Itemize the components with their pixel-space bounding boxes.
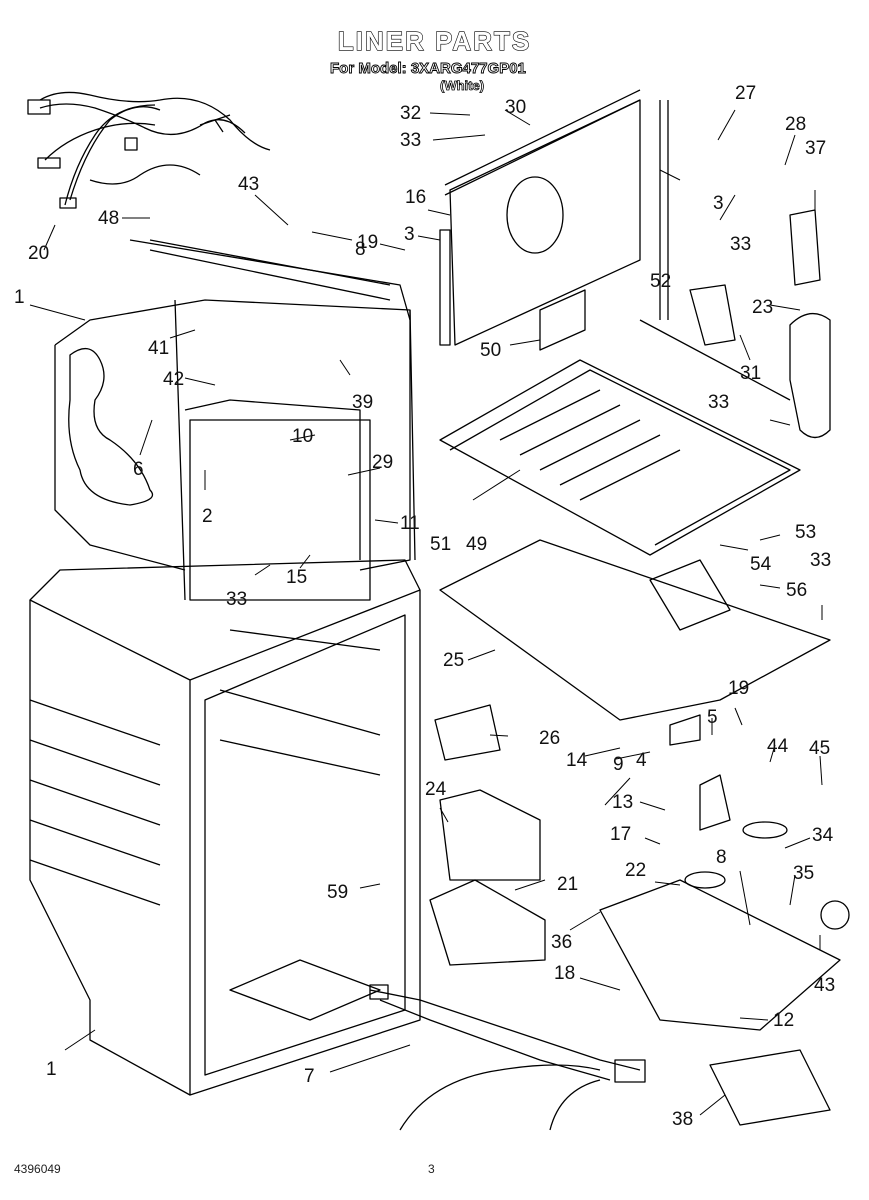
callout-51: 51	[430, 534, 452, 555]
callout-37: 37	[805, 138, 827, 159]
callout-33-tray: 33	[708, 392, 730, 413]
callout-29: 29	[372, 452, 394, 473]
callout-31: 31	[740, 363, 762, 384]
callout-3: 3	[404, 224, 415, 245]
callout-42: 42	[163, 369, 185, 390]
floor-plate-part-25	[439, 539, 831, 721]
model-number: For Model: 3XARG477GP01	[330, 60, 527, 78]
callout-56: 56	[786, 580, 808, 601]
callout-5: 5	[707, 707, 718, 728]
callout-45: 45	[809, 738, 831, 759]
callout-3-right: 3	[713, 193, 724, 214]
callout-10: 10	[292, 426, 314, 447]
callout-33-left: 33	[226, 589, 248, 610]
diagram-title: LINER PARTS	[337, 25, 532, 56]
callout-11: 11	[400, 513, 420, 534]
callout-59: 59	[327, 882, 349, 903]
color-note: (White)	[440, 78, 485, 94]
callout-33-floor: 33	[810, 550, 832, 571]
callout-12: 12	[773, 1010, 795, 1031]
cover-part-23-37	[689, 209, 831, 439]
callout-36: 36	[551, 932, 573, 953]
ice-tray-part-49	[439, 319, 801, 556]
callout-43-lower: 43	[814, 975, 836, 996]
callout-34: 34	[812, 825, 834, 846]
callout-18: 18	[554, 963, 576, 984]
page-number: 3	[428, 1162, 435, 1176]
callout-53: 53	[795, 522, 817, 543]
document-number: 4396049	[14, 1162, 61, 1176]
callout-48: 48	[98, 208, 120, 229]
wire-harness-part-7	[369, 984, 646, 1131]
callout-7: 7	[304, 1066, 315, 1087]
callout-24: 24	[425, 779, 447, 800]
callout-16: 16	[405, 187, 427, 208]
callout-15: 15	[286, 567, 308, 588]
callout-41: 41	[148, 338, 170, 359]
callout-19-lower: 19	[728, 678, 750, 699]
fresh-food-liner-part-1	[29, 559, 421, 1096]
callout-33: 33	[400, 130, 422, 151]
callout-22: 22	[625, 860, 647, 881]
freezer-liner-part-1	[54, 239, 416, 601]
callout-4: 4	[636, 750, 647, 771]
callout-33-right: 33	[730, 234, 752, 255]
wire-harness-part-20	[27, 91, 271, 209]
callout-26: 26	[539, 728, 561, 749]
callout-1-lower: 1	[46, 1059, 57, 1080]
callout-2: 2	[202, 506, 213, 527]
callout-14: 14	[566, 750, 588, 771]
callout-17: 17	[610, 824, 632, 845]
callout-21: 21	[557, 874, 579, 895]
dispenser-assembly	[429, 704, 850, 1126]
callout-20: 20	[28, 243, 50, 264]
callout-23: 23	[752, 297, 774, 318]
callout-39: 39	[352, 392, 374, 413]
callout-44: 44	[767, 736, 789, 757]
callout-38: 38	[672, 1109, 694, 1130]
callout-54: 54	[750, 554, 772, 575]
rear-panel-part-16	[439, 89, 669, 351]
callout-19-top: 19	[357, 232, 379, 253]
callout-30: 30	[505, 97, 527, 118]
callout-6: 6	[133, 459, 144, 480]
callout-50: 50	[480, 340, 502, 361]
callout-1-upper: 1	[14, 287, 25, 308]
leader-lines	[29, 109, 823, 1116]
callout-32: 32	[400, 103, 422, 124]
callout-25: 25	[443, 650, 465, 671]
callout-27: 27	[735, 83, 757, 104]
callout-8: 8	[355, 239, 366, 260]
callout-8-lower: 8	[716, 847, 727, 868]
callout-28: 28	[785, 114, 807, 135]
callout-52: 52	[650, 271, 672, 292]
callout-35: 35	[793, 863, 815, 884]
callout-49: 49	[466, 534, 488, 555]
callout-13: 13	[612, 792, 634, 813]
callout-9: 9	[613, 754, 624, 775]
callout-43: 43	[238, 174, 260, 195]
